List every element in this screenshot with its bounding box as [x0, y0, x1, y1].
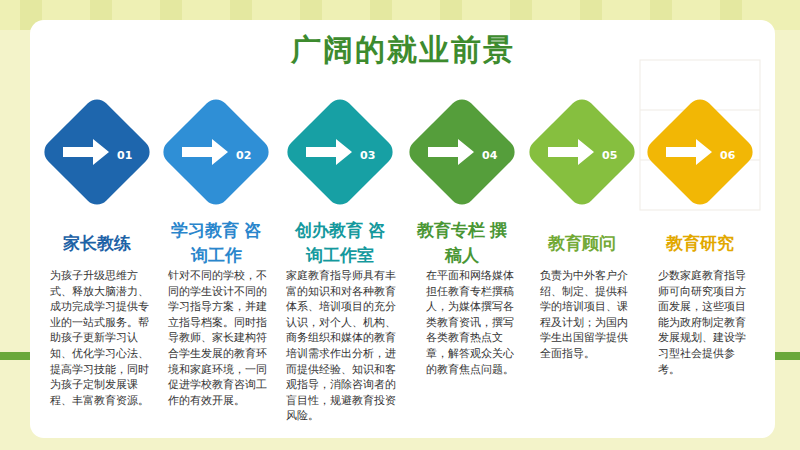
label-holder: 针对不同的学校，不同的学生设计不同的学习指导方案，并建立指导档案。同时指导教师、…: [168, 268, 270, 408]
step-number: 01: [117, 149, 132, 162]
white-card: [30, 20, 775, 438]
column-text: 在平面和网络媒体担任教育专栏撰稿人，为媒体撰写各类教育资讯，撰写各类教育热点文章…: [426, 268, 514, 377]
step-number: 06: [720, 149, 735, 162]
step-number: 02: [236, 149, 251, 162]
column-text: 少数家庭教育指导师可向研究项目方面发展，这些项目能为政府制定教育发展规划、建设学…: [658, 268, 748, 377]
label-holder: 家庭教育指导师具有丰富的知识和对各种教育体系、培训项目的充分认识，对个人、机构、…: [286, 268, 396, 424]
arrow-symbol: [306, 139, 352, 165]
arrow-symbol: [428, 139, 474, 165]
label-holder: 创办教育 咨询工作室: [294, 218, 386, 267]
step-number: 04: [482, 149, 497, 162]
column-text: 负责为中外客户介绍、制定、提供科学的培训项目、课程及计划；为国内学生出国留学提供…: [540, 268, 628, 362]
arrow-symbol: [666, 139, 712, 165]
step-number: 03: [360, 149, 375, 162]
diamond-shape: [640, 92, 760, 212]
step-diamond: 04: [402, 92, 522, 212]
label-holder: 家长教练: [51, 231, 143, 256]
label-holder: 少数家庭教育指导师可向研究项目方面发展，这些项目能为政府制定教育发展规划、建设学…: [658, 268, 748, 377]
label-holder: 教育顾问: [536, 231, 628, 256]
step-diamond: 01: [37, 92, 157, 212]
label-holder: 教育研究: [654, 231, 746, 256]
label-holder: 为孩子升级思维方式、释放大脑潜力、成功完成学习提供专业的一站式服务。帮助孩子更新…: [50, 268, 150, 408]
column-heading: 学习教育 咨询工作: [170, 218, 262, 267]
step-diamond: 05: [522, 92, 642, 212]
column-text: 为孩子升级思维方式、释放大脑潜力、成功完成学习提供专业的一站式服务。帮助孩子更新…: [50, 268, 150, 408]
faint-shelf-drawing: [640, 60, 760, 210]
diamond-shape: [37, 92, 157, 212]
diamond-shape: [522, 92, 642, 212]
title-holder: 广阔的就业前景: [30, 30, 775, 71]
diamond-shape: [402, 92, 522, 212]
step-diamond: 06: [640, 92, 760, 212]
label-holder: 在平面和网络媒体担任教育专栏撰稿人，为媒体撰写各类教育资讯，撰写各类教育热点文章…: [426, 268, 514, 377]
column-heading: 教育顾问: [536, 231, 628, 256]
label-holder: 负责为中外客户介绍、制定、提供科学的培训项目、课程及计划；为国内学生出国留学提供…: [540, 268, 628, 362]
step-number: 05: [602, 149, 617, 162]
step-diamond: 02: [156, 92, 276, 212]
column-heading: 创办教育 咨询工作室: [294, 218, 386, 267]
arrow-symbol: [548, 139, 594, 165]
diamond-shape: [280, 92, 400, 212]
column-text: 针对不同的学校，不同的学生设计不同的学习指导方案，并建立指导档案。同时指导教师、…: [168, 268, 270, 408]
label-holder: 学习教育 咨询工作: [170, 218, 262, 267]
diamond-shape: [156, 92, 276, 212]
column-text: 家庭教育指导师具有丰富的知识和对各种教育体系、培训项目的充分认识，对个人、机构、…: [286, 268, 396, 424]
arrow-symbol: [182, 139, 228, 165]
column-heading: 家长教练: [51, 231, 143, 256]
arrow-symbol: [63, 139, 109, 165]
column-heading: 教育专栏 撰稿人: [416, 218, 508, 267]
step-diamond: 03: [280, 92, 400, 212]
column-heading: 教育研究: [654, 231, 746, 256]
label-holder: 教育专栏 撰稿人: [416, 218, 508, 267]
slide-title: 广阔的就业前景: [30, 30, 775, 71]
